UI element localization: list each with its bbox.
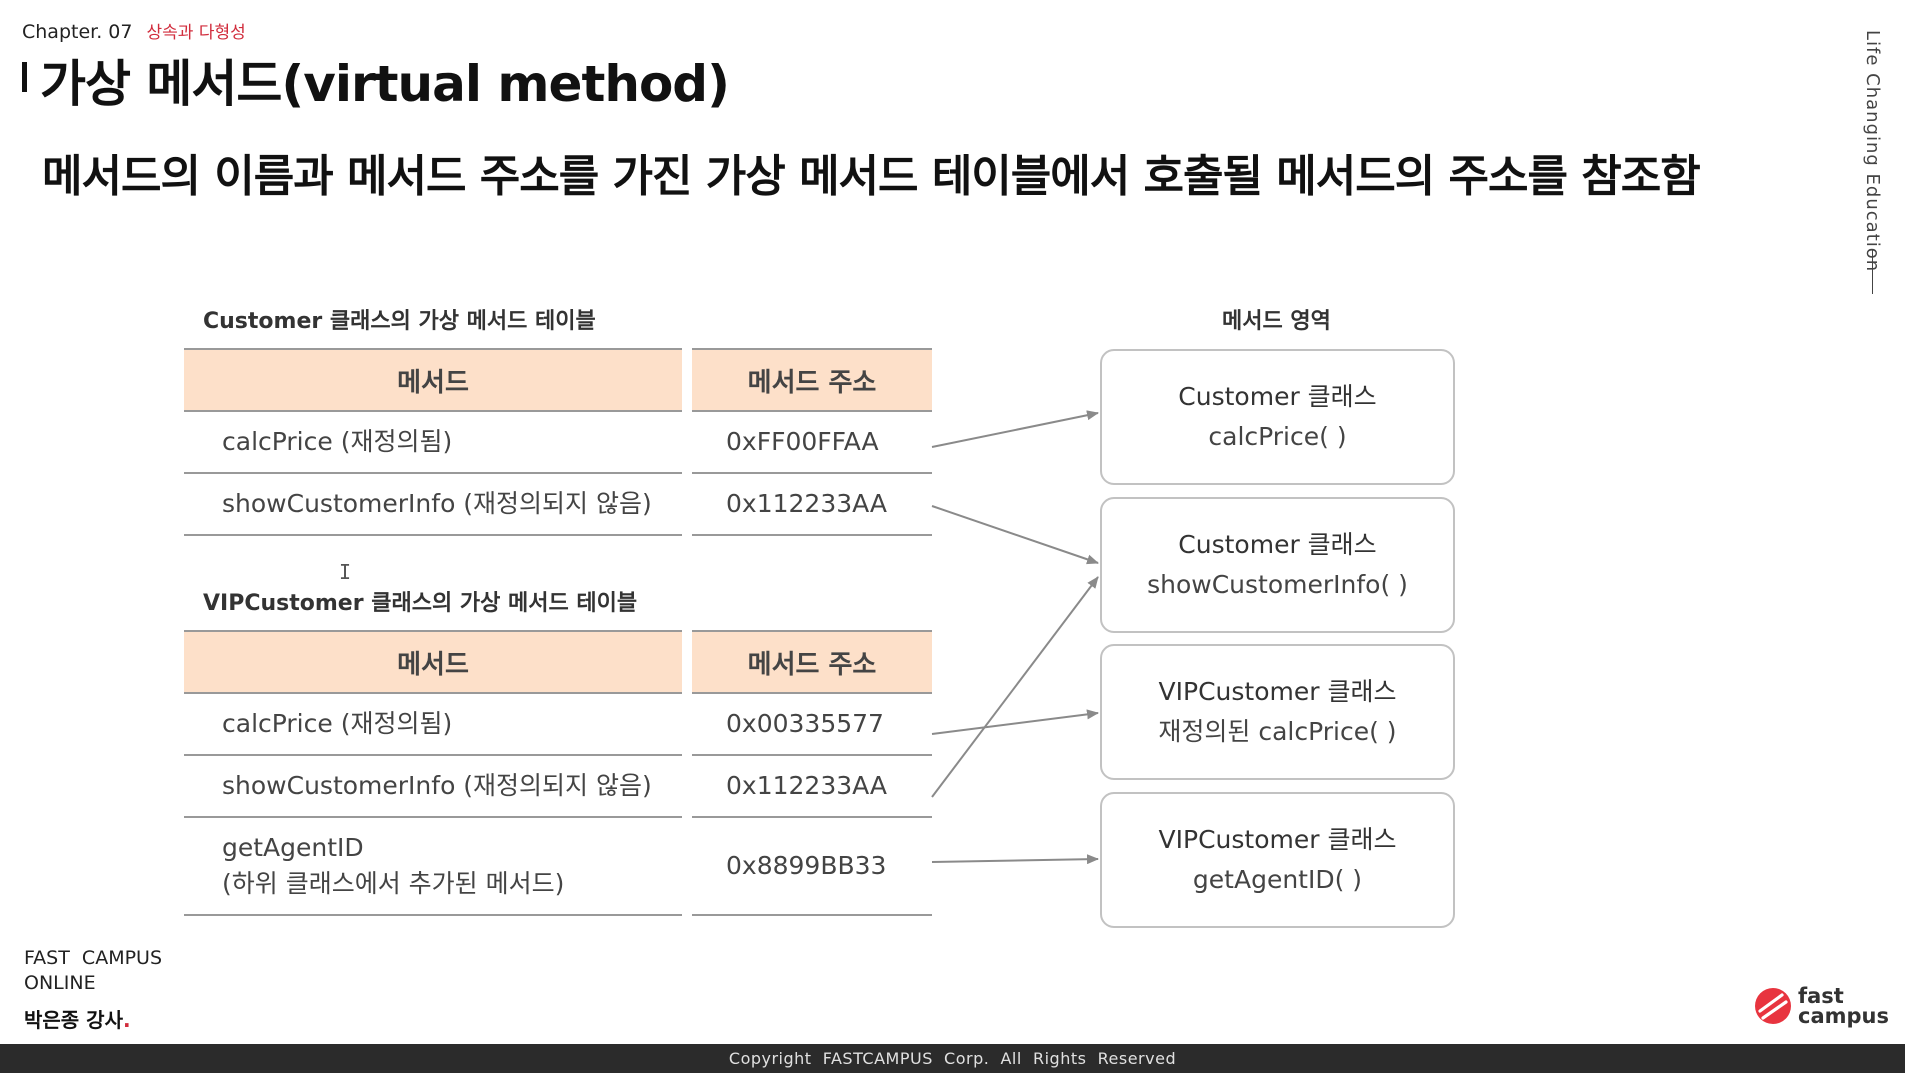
chapter-subtitle: 상속과 다형성: [146, 23, 246, 43]
method-box-4-method: getAgentID( ): [1192, 865, 1363, 894]
page-title: 가상 메서드(virtual method): [40, 55, 730, 113]
logo-wordmark: fast campus: [1798, 984, 1889, 1028]
logo-word-2: campus: [1798, 1004, 1889, 1028]
vip-row-1-address: 0x00335577: [692, 694, 932, 756]
text-cursor-icon: I: [339, 560, 352, 584]
customer-row-1-method: calcPrice (재정의됨): [184, 412, 682, 474]
brand-line-1: FAST CAMPUS: [24, 947, 163, 969]
method-area-caption: 메서드 영역: [1222, 309, 1331, 334]
method-box-customer-calcprice: Customer 클래스 calcPrice( ): [1100, 349, 1455, 485]
method-box-2-method: showCustomerInfo( ): [1147, 570, 1408, 599]
page-subtitle: 메서드의 이름과 메서드 주소를 가진 가상 메서드 테이블에서 호출될 메서드…: [42, 151, 1701, 202]
fastcampus-logo: fast campus: [1754, 984, 1889, 1028]
customer-table-header-method: 메서드: [184, 348, 682, 412]
customer-table-header-address: 메서드 주소: [692, 348, 932, 412]
chapter-number: Chapter. 07: [22, 21, 133, 43]
method-box-2-class: Customer 클래스: [1178, 530, 1377, 559]
vip-table-caption: VIPCustomer 클래스의 가상 메서드 테이블: [203, 591, 638, 616]
arrow-customer-calcprice: [931, 410, 1099, 448]
method-box-3-class: VIPCustomer 클래스: [1158, 677, 1397, 706]
logo-word-1: fast: [1798, 984, 1844, 1008]
vip-row-3-address: 0x8899BB33: [692, 818, 932, 916]
vip-row-3-method-note: (하위 클래스에서 추가된 메서드): [222, 869, 565, 898]
brand-text: FAST CAMPUS ONLINE: [24, 946, 162, 996]
customer-row-2-address: 0x112233AA: [692, 474, 932, 536]
vip-row-2-method: showCustomerInfo (재정의되지 않음): [184, 756, 682, 818]
vip-table-header-method: 메서드: [184, 630, 682, 694]
method-box-vip-calcprice: VIPCustomer 클래스 재정의된 calcPrice( ): [1100, 644, 1455, 780]
title-marker: [22, 62, 27, 92]
fastcampus-logo-icon: [1755, 988, 1791, 1024]
vip-row-1-method: calcPrice (재정의됨): [184, 694, 682, 756]
vip-row-3-method-name: getAgentID: [222, 833, 364, 862]
method-box-1-method: calcPrice( ): [1208, 422, 1347, 451]
method-box-customer-showcustomerinfo: Customer 클래스 showCustomerInfo( ): [1100, 497, 1455, 633]
arrow-vip-getagentid: [931, 854, 1099, 865]
customer-table-caption: Customer 클래스의 가상 메서드 테이블: [203, 309, 596, 334]
side-divider: [1872, 250, 1873, 294]
lecturer-name: 박은종 강사.: [24, 1004, 131, 1033]
customer-row-1-address: 0xFF00FFAA: [692, 412, 932, 474]
method-box-vip-getagentid: VIPCustomer 클래스 getAgentID( ): [1100, 792, 1455, 928]
lecturer-dot: .: [122, 1008, 131, 1032]
side-slogan: Life Changing Education: [1862, 30, 1883, 273]
arrow-vip-showcustomerinfo: [931, 576, 1099, 798]
arrow-vip-calcprice: [931, 709, 1099, 735]
arrow-customer-showcustomerinfo: [931, 505, 1099, 565]
method-box-3-method: 재정의된 calcPrice( ): [1158, 717, 1397, 746]
vip-table-header-address: 메서드 주소: [692, 630, 932, 694]
copyright-text: Copyright FASTCAMPUS Corp. All Rights Re…: [728, 1049, 1177, 1068]
vip-row-2-address: 0x112233AA: [692, 756, 932, 818]
copyright-bar: Copyright FASTCAMPUS Corp. All Rights Re…: [0, 1044, 1905, 1073]
method-box-4-class: VIPCustomer 클래스: [1158, 825, 1397, 854]
vip-row-3-method: getAgentID (하위 클래스에서 추가된 메서드): [184, 818, 682, 916]
chapter-label: Chapter. 07 상속과 다형성: [22, 18, 246, 43]
brand-line-2: ONLINE: [24, 972, 96, 994]
lecturer-text: 박은종 강사: [24, 1008, 123, 1032]
method-box-1-class: Customer 클래스: [1178, 382, 1377, 411]
customer-row-2-method: showCustomerInfo (재정의되지 않음): [184, 474, 682, 536]
